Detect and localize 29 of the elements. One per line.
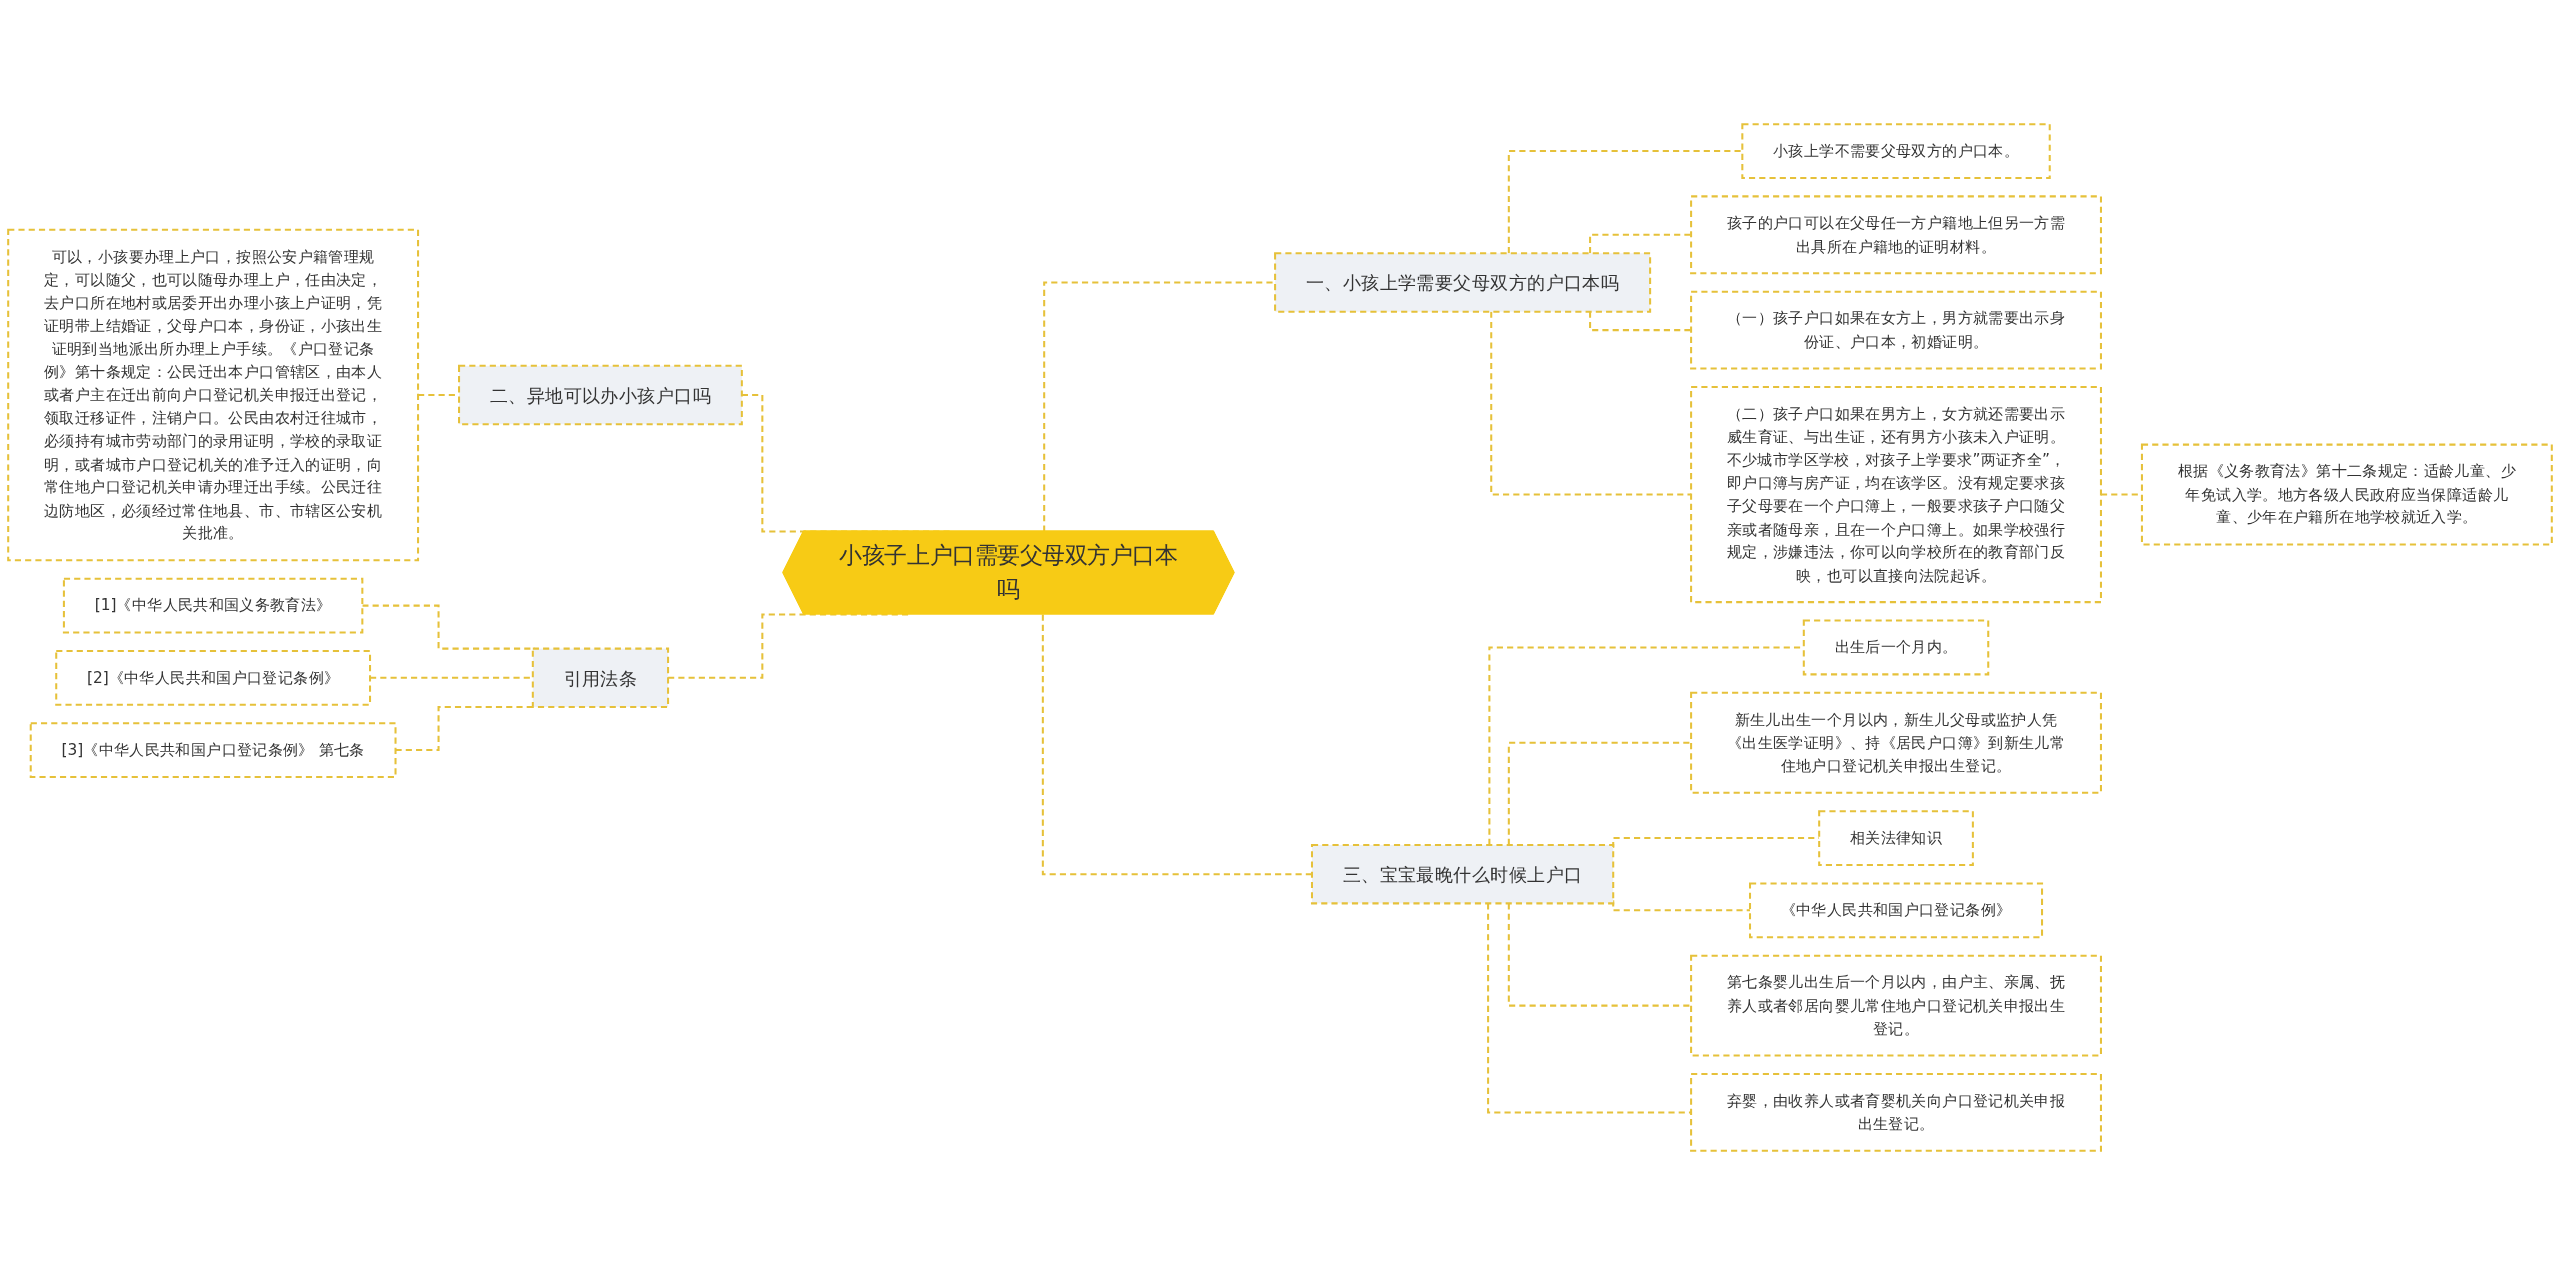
node-box: 二、异地可以办小孩户口吗 (458, 364, 743, 426)
connector (1507, 903, 1692, 1007)
node-box: 出生后一个月内。 (1802, 619, 1990, 676)
node-box: 小孩上学不需要父母双方的户口本。 (1741, 123, 2051, 179)
node-box: 第七条婴儿出生后一个月以内，由户主、亲属、抚养人或者邻居向婴儿常住地户口登记机关申报出生登记。 (1690, 954, 2102, 1057)
node-box: 一、小孩上学需要父母双方的户口本吗 (1274, 252, 1652, 313)
connector (1589, 233, 1692, 254)
node-box: 引用法条 (531, 647, 670, 709)
connector (1589, 311, 1692, 332)
connector (1612, 900, 1750, 912)
node-box: [1]《中华人民共和国义务教育法》 (62, 577, 364, 634)
node-box: 孩子的户口可以在父母任一方户籍地上但另一方需出具所在户籍地的证明材料。 (1690, 195, 2102, 275)
node-box: [2]《中华人民共和国户口登记条例》 (55, 649, 372, 706)
connector (1487, 903, 1692, 1114)
connector (1507, 150, 1743, 254)
node-box: 三、宝宝最晚什么时候上户口 (1310, 843, 1615, 905)
node-box: [3]《中华人民共和国户口登记条例》 第七条 (29, 722, 397, 778)
node-box: 可以，小孩要办理上户口，按照公安户籍管理规定，可以随父，也可以随母办理上户，任由决定，去户口所在地村或居委开出办理小孩上户证明，凭证明带上结婚证，父母户口本，身份证，小孩出生证明到当地派出所办理上户手续。《户口登记条例》第十条规定：公民迁出本户口管辖区，由本人或者户主在迁出前向户口登记机关申报迁出登记，领取迁移证件，注销户口。公民由农村迁往城市，必须持有城市劳动部门的录用证明，学校的录取证明，或者城市户口登记机关的准予迁入的证明，向常住地户口登记机关申请办理迁出手续。公民迁往边防地区，必须经过常住地县、市、市辖区公安机关批准。 (7, 228, 420, 562)
node-box: 相关法律知识 (1818, 810, 1974, 866)
node-box: 根据《义务教育法》第十二条规定：适龄儿童、少年免试入学。地方各级人民政府应当保障适龄儿童、少年在户籍所在地学校就近入学。 (2140, 443, 2553, 546)
node-box: 新生儿出生一个月以内，新生儿父母或监护人凭《出生医学证明》、持《居民户口簿》到新生儿常住地户口登记机关申报出生登记。 (1690, 691, 2102, 794)
node-box: 弃婴，由收养人或者育婴机关向户口登记机关申报出生登记。 (1690, 1072, 2102, 1152)
connector (1490, 311, 1692, 496)
node-box: （二）孩子户口如果在男方上，女方就还需要出示威生育证、与出生证，还有男方小孩未入户证明。不少城市学区学校，对孩子上学要求”两证齐全”，即户口簿与房产证，均在该学区。没有规定要求孩子父母要在一个户口簿上，一般要求孩子户口随父亲或者随母亲，且在一个户口簿上。如果学校强行规定，涉嫌违法，你可以向学校所在的教育部门反映，也可以直接向法院起诉。 (1690, 385, 2102, 604)
connector (1043, 281, 1276, 532)
connector (1507, 741, 1692, 845)
node-box: 《中华人民共和国户口登记条例》 (1749, 882, 2044, 939)
node-box: （一）孩子户口如果在女方上，男方就需要出示身份证、户口本，初婚证明。 (1690, 290, 2102, 370)
connector (1041, 614, 1312, 876)
